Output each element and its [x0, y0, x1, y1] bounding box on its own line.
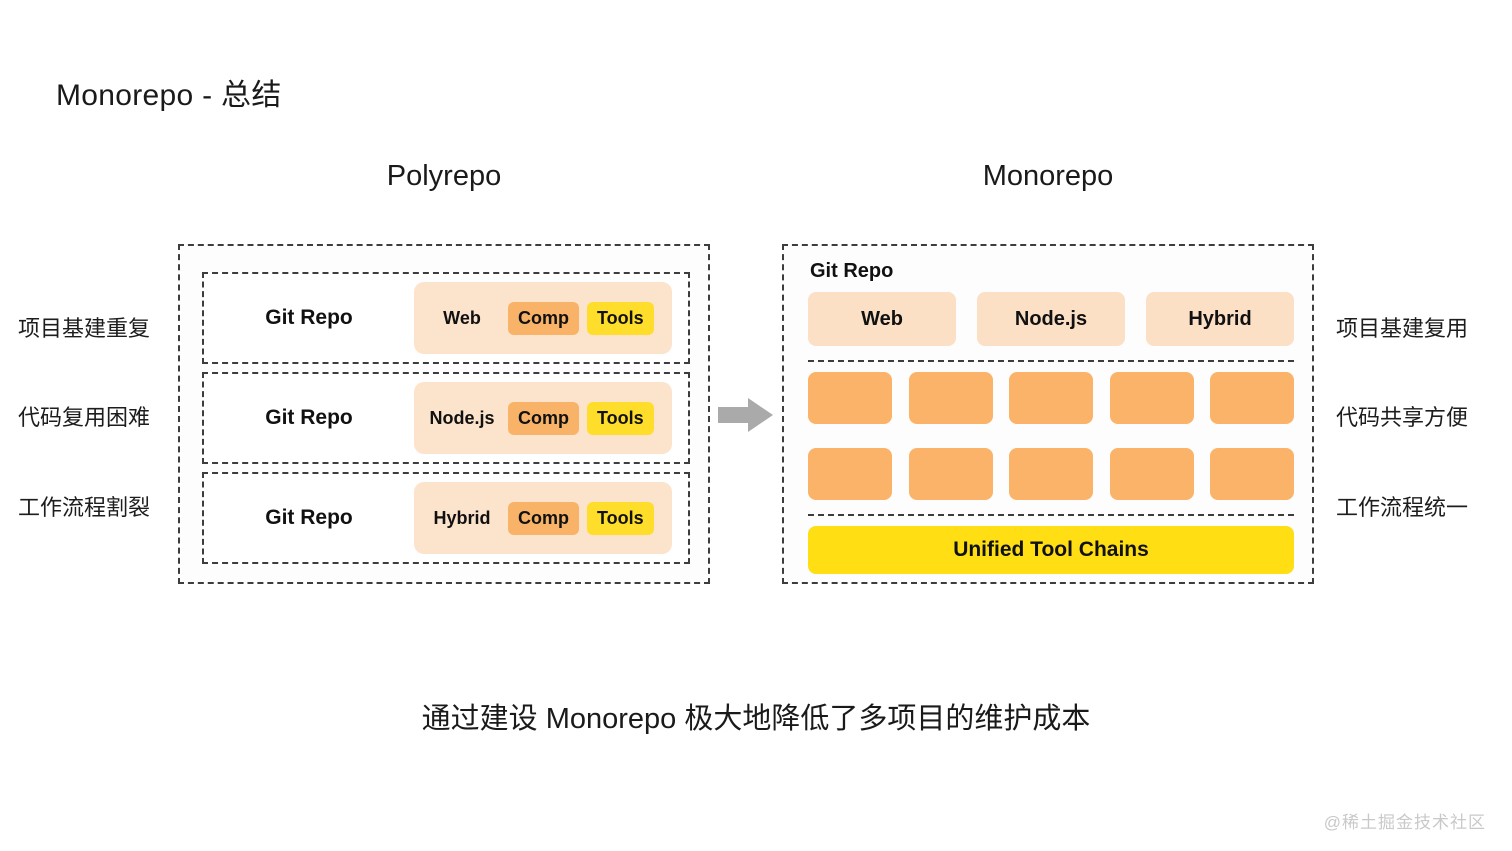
package-name: Node.js	[429, 407, 495, 428]
arrow-right-icon	[718, 397, 774, 433]
comp-pill: Comp	[508, 401, 579, 435]
shared-block	[1210, 372, 1294, 424]
right-label-1: 项目基建复用	[1336, 316, 1469, 341]
shared-block	[1109, 372, 1194, 424]
monorepo-app-row: Web Node.js Hybrid	[808, 292, 1294, 346]
package-name: Hybrid	[433, 507, 491, 528]
package-stack: Hybrid Comp Tools	[414, 482, 672, 554]
app-box-web: Web	[808, 292, 956, 346]
shared-block-row-1	[808, 372, 1294, 424]
tools-pill: Tools	[587, 501, 654, 535]
tools-pill: Tools	[587, 401, 654, 435]
slide-caption: 通过建设 Monorepo 极大地降低了多项目的维护成本	[421, 703, 1091, 735]
git-repo-label: Git Repo	[265, 406, 353, 429]
shared-block	[908, 448, 993, 500]
polyrepo-row: Git Repo Web Comp Tools	[202, 272, 690, 364]
right-label-3: 工作流程统一	[1336, 495, 1469, 520]
right-label-2: 代码共享方便	[1336, 405, 1469, 430]
monorepo-column-header: Monorepo	[982, 160, 1114, 192]
shared-block	[808, 372, 892, 424]
polyrepo-row: Git Repo Hybrid Comp Tools	[202, 472, 690, 564]
watermark: @稀土掘金技术社区	[1323, 813, 1486, 832]
monorepo-panel: Git Repo Web Node.js Hybrid Unified Tool…	[782, 244, 1314, 584]
unified-tool-chains-bar: Unified Tool Chains	[808, 526, 1294, 574]
shared-block	[908, 372, 993, 424]
shared-block	[1009, 372, 1093, 424]
shared-block	[1210, 448, 1294, 500]
git-repo-label: Git Repo	[265, 506, 353, 529]
left-label-2: 代码复用困难	[18, 405, 151, 430]
page-title: Monorepo - 总结	[56, 79, 282, 112]
shared-block	[1009, 448, 1093, 500]
app-box-nodejs: Node.js	[977, 292, 1125, 346]
git-repo-label: Git Repo	[265, 306, 353, 329]
left-label-3: 工作流程割裂	[18, 495, 151, 520]
divider-shared-toolchain	[808, 514, 1294, 516]
divider-apps-shared	[808, 360, 1294, 362]
package-stack: Node.js Comp Tools	[414, 382, 672, 454]
polyrepo-row: Git Repo Node.js Comp Tools	[202, 372, 690, 464]
shared-block	[808, 448, 892, 500]
polyrepo-column-header: Polyrepo	[386, 160, 502, 192]
package-stack: Web Comp Tools	[414, 282, 672, 354]
app-box-hybrid: Hybrid	[1146, 292, 1294, 346]
comp-pill: Comp	[508, 301, 579, 335]
left-label-1: 项目基建重复	[18, 316, 151, 341]
tools-pill: Tools	[587, 301, 654, 335]
polyrepo-panel: Git Repo Web Comp Tools Git Repo Node.js…	[178, 244, 710, 584]
git-repo-label: Git Repo	[810, 260, 894, 282]
shared-block	[1109, 448, 1194, 500]
package-name: Web	[443, 307, 481, 328]
shared-block-row-2	[808, 448, 1294, 500]
comp-pill: Comp	[508, 501, 579, 535]
